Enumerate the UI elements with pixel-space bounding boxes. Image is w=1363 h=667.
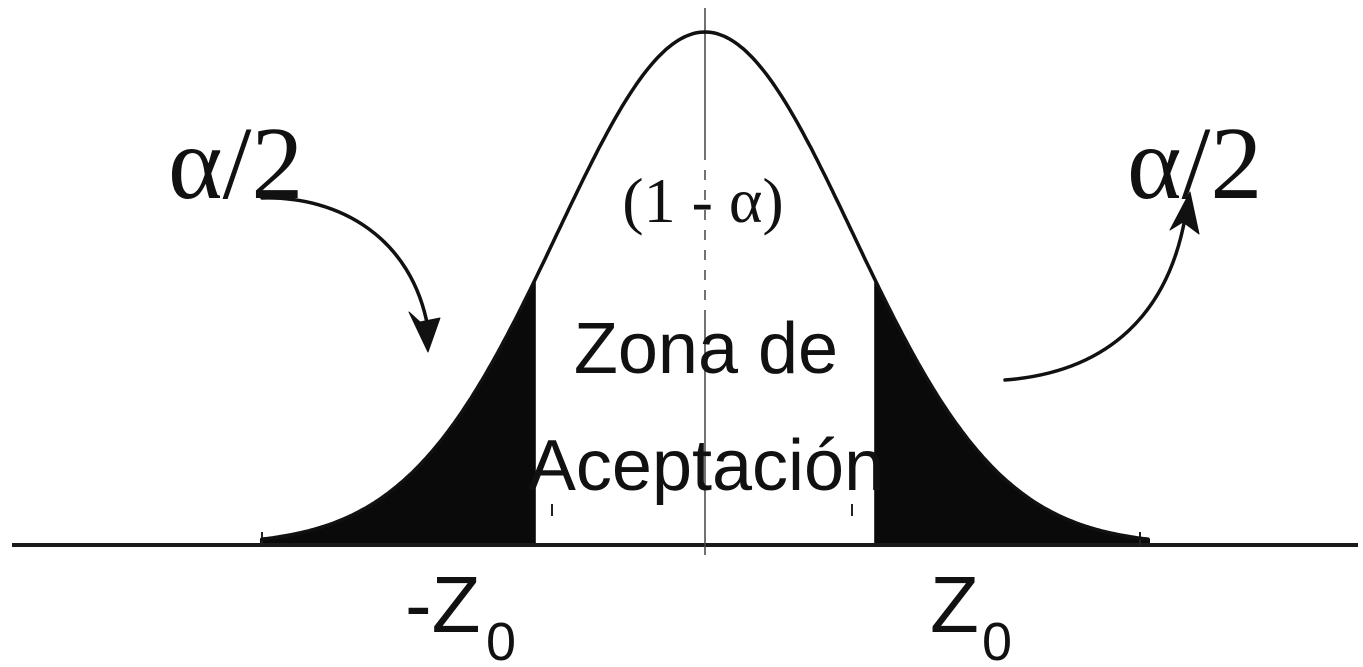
left-arrow-head (408, 311, 441, 353)
left-arrow (260, 196, 441, 353)
alpha-half-left-label: α/2 (168, 106, 303, 221)
acceptance-zone-line1: Zona de (574, 309, 838, 389)
left-arrow-shaft (260, 196, 430, 330)
right-arrow-head (1169, 191, 1200, 235)
pos-z-text: Z (930, 560, 979, 649)
confidence-label: (1 - α) (622, 165, 783, 236)
bell-curve (260, 30, 1150, 542)
left-rejection-tail (260, 279, 536, 546)
neg-z-subscript: 0 (486, 612, 516, 667)
pos-z0-label: Z 0 (930, 560, 1012, 667)
right-rejection-tail (874, 279, 1150, 546)
acceptance-zone-line2: Aceptación (528, 426, 884, 506)
neg-z-text: -Z (405, 560, 481, 649)
right-arrow-shaft (1003, 216, 1187, 382)
alpha-half-right-label: α/2 (1127, 106, 1262, 221)
right-arrow (1003, 191, 1200, 382)
neg-z0-label: -Z 0 (405, 560, 516, 667)
pos-z-subscript: 0 (982, 612, 1012, 667)
